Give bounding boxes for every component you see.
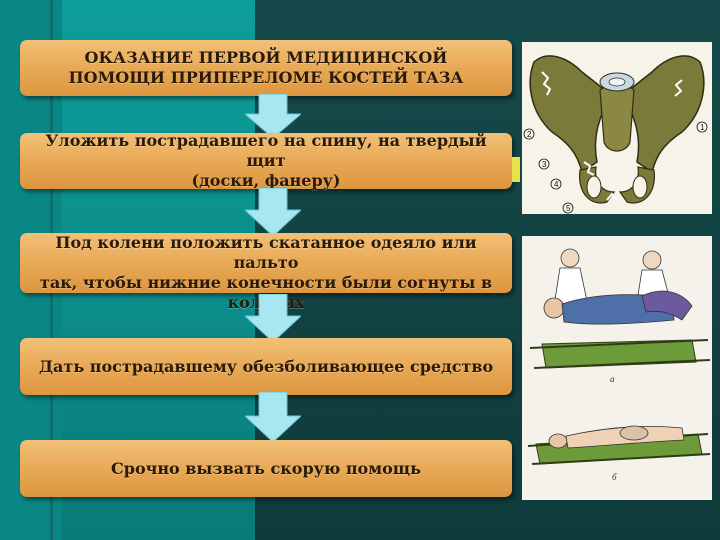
pelvis-label: 1 [700, 123, 705, 132]
step-2-line-2: так, чтобы нижние конечности были согнут… [39, 273, 493, 292]
step-1-line-1: Уложить пострадавшего на спину, на тверд… [45, 131, 487, 170]
step-1-line-2: (доски, фанеру) [191, 171, 341, 190]
step-box-knee-roll: Под колени положить скатанное одеяло или… [20, 233, 512, 312]
pelvis-label: 3 [542, 160, 547, 169]
pelvis-fracture-illustration: 1 2 3 4 5 [522, 42, 712, 214]
step-box-lay-on-back: Уложить пострадавшего на спину, на тверд… [20, 131, 512, 190]
step-2-line-1: Под колени положить скатанное одеяло или… [55, 233, 477, 272]
down-arrow-icon [245, 392, 301, 442]
care-label: а [610, 374, 615, 384]
care-label: б [612, 472, 617, 482]
yellow-side-tab [512, 157, 520, 182]
down-arrow-icon [245, 294, 301, 342]
title-line-2: ПОМОЩИ ПРИПЕРЕЛОМЕ КОСТЕЙ ТАЗА [68, 68, 464, 87]
pelvis-label: 5 [566, 204, 571, 213]
down-arrow-icon [245, 188, 301, 236]
step-3-line-1: Дать пострадавшему обезболивающее средст… [38, 356, 494, 376]
patient-transport-illustration: а б [522, 236, 712, 500]
step-box-call-ambulance: Срочно вызвать скорую помощь [20, 440, 512, 497]
step-4-line-1: Срочно вызвать скорую помощь [111, 458, 421, 478]
pelvis-label: 2 [527, 130, 532, 139]
slide-title: ОКАЗАНИЕ ПЕРВОЙ МЕДИЦИНСКОЙ ПОМОЩИ ПРИПЕ… [20, 40, 512, 96]
title-line-1: ОКАЗАНИЕ ПЕРВОЙ МЕДИЦИНСКОЙ [84, 48, 448, 67]
down-arrow-icon [245, 94, 301, 138]
pelvis-label: 4 [554, 180, 559, 189]
step-box-painkiller: Дать пострадавшему обезболивающее средст… [20, 338, 512, 395]
